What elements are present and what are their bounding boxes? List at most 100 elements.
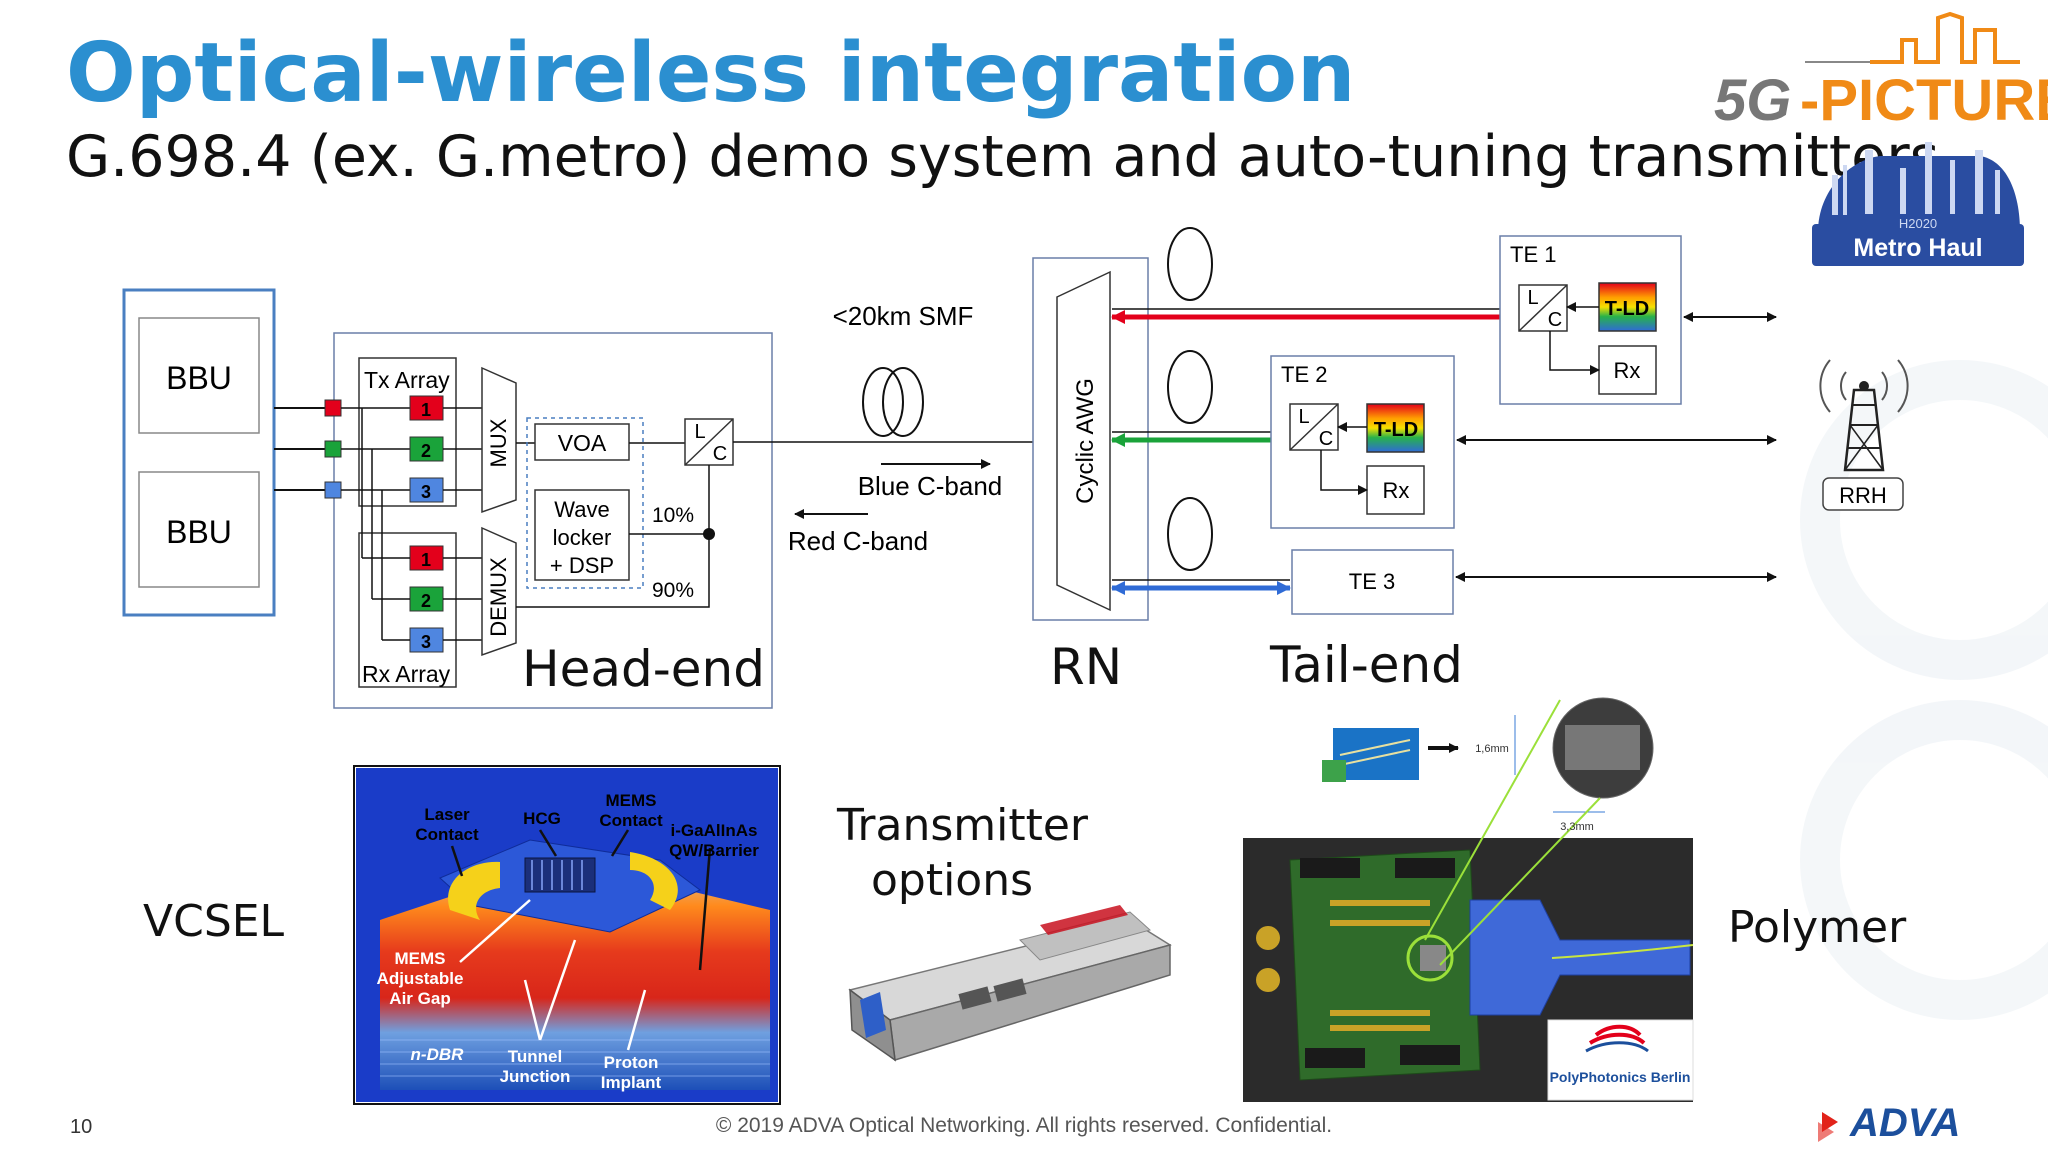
svg-text:TE 2: TE 2	[1281, 362, 1327, 387]
svg-text:+ DSP: + DSP	[550, 553, 614, 578]
svg-text:DEMUX: DEMUX	[486, 557, 511, 637]
svg-text:Junction: Junction	[500, 1067, 571, 1086]
page-number: 10	[70, 1116, 93, 1138]
svg-text:MEMS: MEMS	[395, 949, 446, 968]
vcsel-label: VCSEL	[143, 896, 285, 947]
svg-text:HCG: HCG	[523, 809, 561, 828]
svg-text:2: 2	[421, 441, 431, 461]
svg-text:Contact: Contact	[599, 811, 663, 830]
svg-text:1: 1	[421, 550, 431, 570]
page-title: Optical-wireless integration	[66, 26, 1356, 121]
svg-text:Air Gap: Air Gap	[389, 989, 450, 1008]
headend-label: Head-end	[522, 640, 765, 698]
smf-label: <20km SMF	[833, 301, 974, 331]
svg-text:L: L	[1298, 406, 1309, 428]
svg-text:TE 3: TE 3	[1349, 569, 1395, 594]
svg-text:Laser: Laser	[424, 805, 470, 824]
bbu-label-1: BBU	[166, 360, 232, 396]
rx-array-label: Rx Array	[362, 661, 451, 687]
svg-text:T-LD: T-LD	[1605, 298, 1649, 320]
svg-text:3: 3	[421, 632, 431, 652]
metrohaul-text: Metro Haul	[1853, 234, 1982, 262]
svg-text:Contact: Contact	[415, 825, 479, 844]
svg-text:Rx: Rx	[1614, 358, 1641, 383]
blue-band-label: Blue C-band	[858, 471, 1003, 501]
svg-text:L: L	[694, 421, 705, 443]
te2-rx	[1366, 465, 1425, 515]
voa-dsp-group	[526, 417, 644, 589]
svg-text:locker: locker	[553, 525, 612, 550]
page-subtitle: G.698.4 (ex. G.metro) demo system and au…	[66, 124, 1940, 190]
svg-text:90%: 90%	[652, 579, 694, 602]
svg-text:Rx: Rx	[1383, 478, 1410, 503]
svg-text:i-GaAlInAs: i-GaAlInAs	[671, 821, 758, 840]
fivegpicture-logo	[1805, 11, 2020, 64]
rrh-antenna-icon	[1819, 359, 1909, 511]
ch2-marker	[324, 440, 342, 458]
svg-text:Implant: Implant	[601, 1073, 662, 1092]
svg-text:MEMS: MEMS	[606, 791, 657, 810]
svg-text:C: C	[1548, 309, 1562, 331]
ch1-marker	[324, 399, 342, 417]
polymer-label: Polymer	[1728, 902, 1907, 953]
svg-text:L: L	[1527, 287, 1538, 309]
adva-logo	[1818, 1112, 1838, 1142]
svg-text:QW/Barrier: QW/Barrier	[669, 841, 759, 860]
svg-text:C: C	[1319, 428, 1333, 450]
svg-text:C: C	[713, 443, 727, 465]
te3-frame	[1291, 549, 1454, 615]
rn-label: RN	[1050, 638, 1123, 696]
svg-text:T-LD: T-LD	[1374, 419, 1418, 441]
svg-text:H2020: H2020	[1899, 216, 1937, 231]
rrh-label: RRH	[1839, 483, 1887, 508]
fivegpicture-text: -PICTURE	[1800, 68, 2048, 133]
bbu-box-2	[138, 471, 260, 588]
svg-text:10%: 10%	[652, 504, 694, 527]
tx-ch3	[409, 477, 444, 503]
copyright-footer: © 2019 ADVA Optical Networking. All righ…	[715, 1114, 1333, 1137]
te1-tld	[1598, 282, 1657, 332]
svg-text:3: 3	[421, 482, 431, 502]
tailend-label: Tail-end	[1270, 636, 1463, 694]
wave-locker-box	[534, 489, 630, 581]
mux-block	[481, 366, 517, 514]
sfp-module-image	[848, 905, 1172, 1062]
svg-text:TE 1: TE 1	[1510, 242, 1556, 267]
polyphotonics-logo: PolyPhotonics Berlin	[1550, 1069, 1691, 1085]
svg-text:Cyclic AWG: Cyclic AWG	[1072, 378, 1099, 504]
svg-text:3,3mm: 3,3mm	[1560, 821, 1594, 833]
polymer-board-image	[1243, 838, 1694, 1102]
svg-text:Adjustable: Adjustable	[377, 969, 464, 988]
svg-text:Tunnel: Tunnel	[508, 1047, 562, 1066]
vcsel-illustration	[353, 765, 781, 1105]
svg-text:n-DBR: n-DBR	[411, 1045, 465, 1064]
fiber-coil-1	[862, 367, 904, 437]
svg-text:MUX: MUX	[486, 418, 511, 467]
tx-array-label: Tx Array	[364, 367, 450, 393]
svg-text:1: 1	[421, 400, 431, 420]
svg-text:2: 2	[421, 591, 431, 611]
tx-ch2	[409, 436, 444, 462]
svg-text:Proton: Proton	[604, 1053, 659, 1072]
svg-text:1,6mm: 1,6mm	[1475, 743, 1509, 755]
cyclic-awg-block	[1056, 270, 1111, 612]
fiber-coil-2	[882, 367, 924, 437]
voa-box	[534, 423, 630, 461]
demux-block	[481, 526, 517, 657]
rx-ch2	[409, 586, 444, 612]
transmitter-options-line1: Transmitter	[837, 800, 1089, 851]
svg-text:VOA: VOA	[558, 430, 607, 456]
transmitter-options-line2: options	[870, 855, 1034, 906]
te2-tld	[1366, 403, 1425, 453]
tx-ch1	[409, 395, 444, 421]
bbu-label-2: BBU	[166, 514, 232, 550]
ch3-marker	[324, 481, 342, 499]
background-decor	[1800, 360, 2048, 1020]
red-band-label: Red C-band	[788, 526, 928, 556]
polymer-chip-inset	[1322, 697, 1654, 966]
adva-text: ADVA	[1849, 1101, 1960, 1145]
svg-text:Wave: Wave	[554, 497, 609, 522]
fivegpicture-5g: 5G	[1714, 68, 1791, 133]
bbu-box-1	[138, 317, 260, 434]
